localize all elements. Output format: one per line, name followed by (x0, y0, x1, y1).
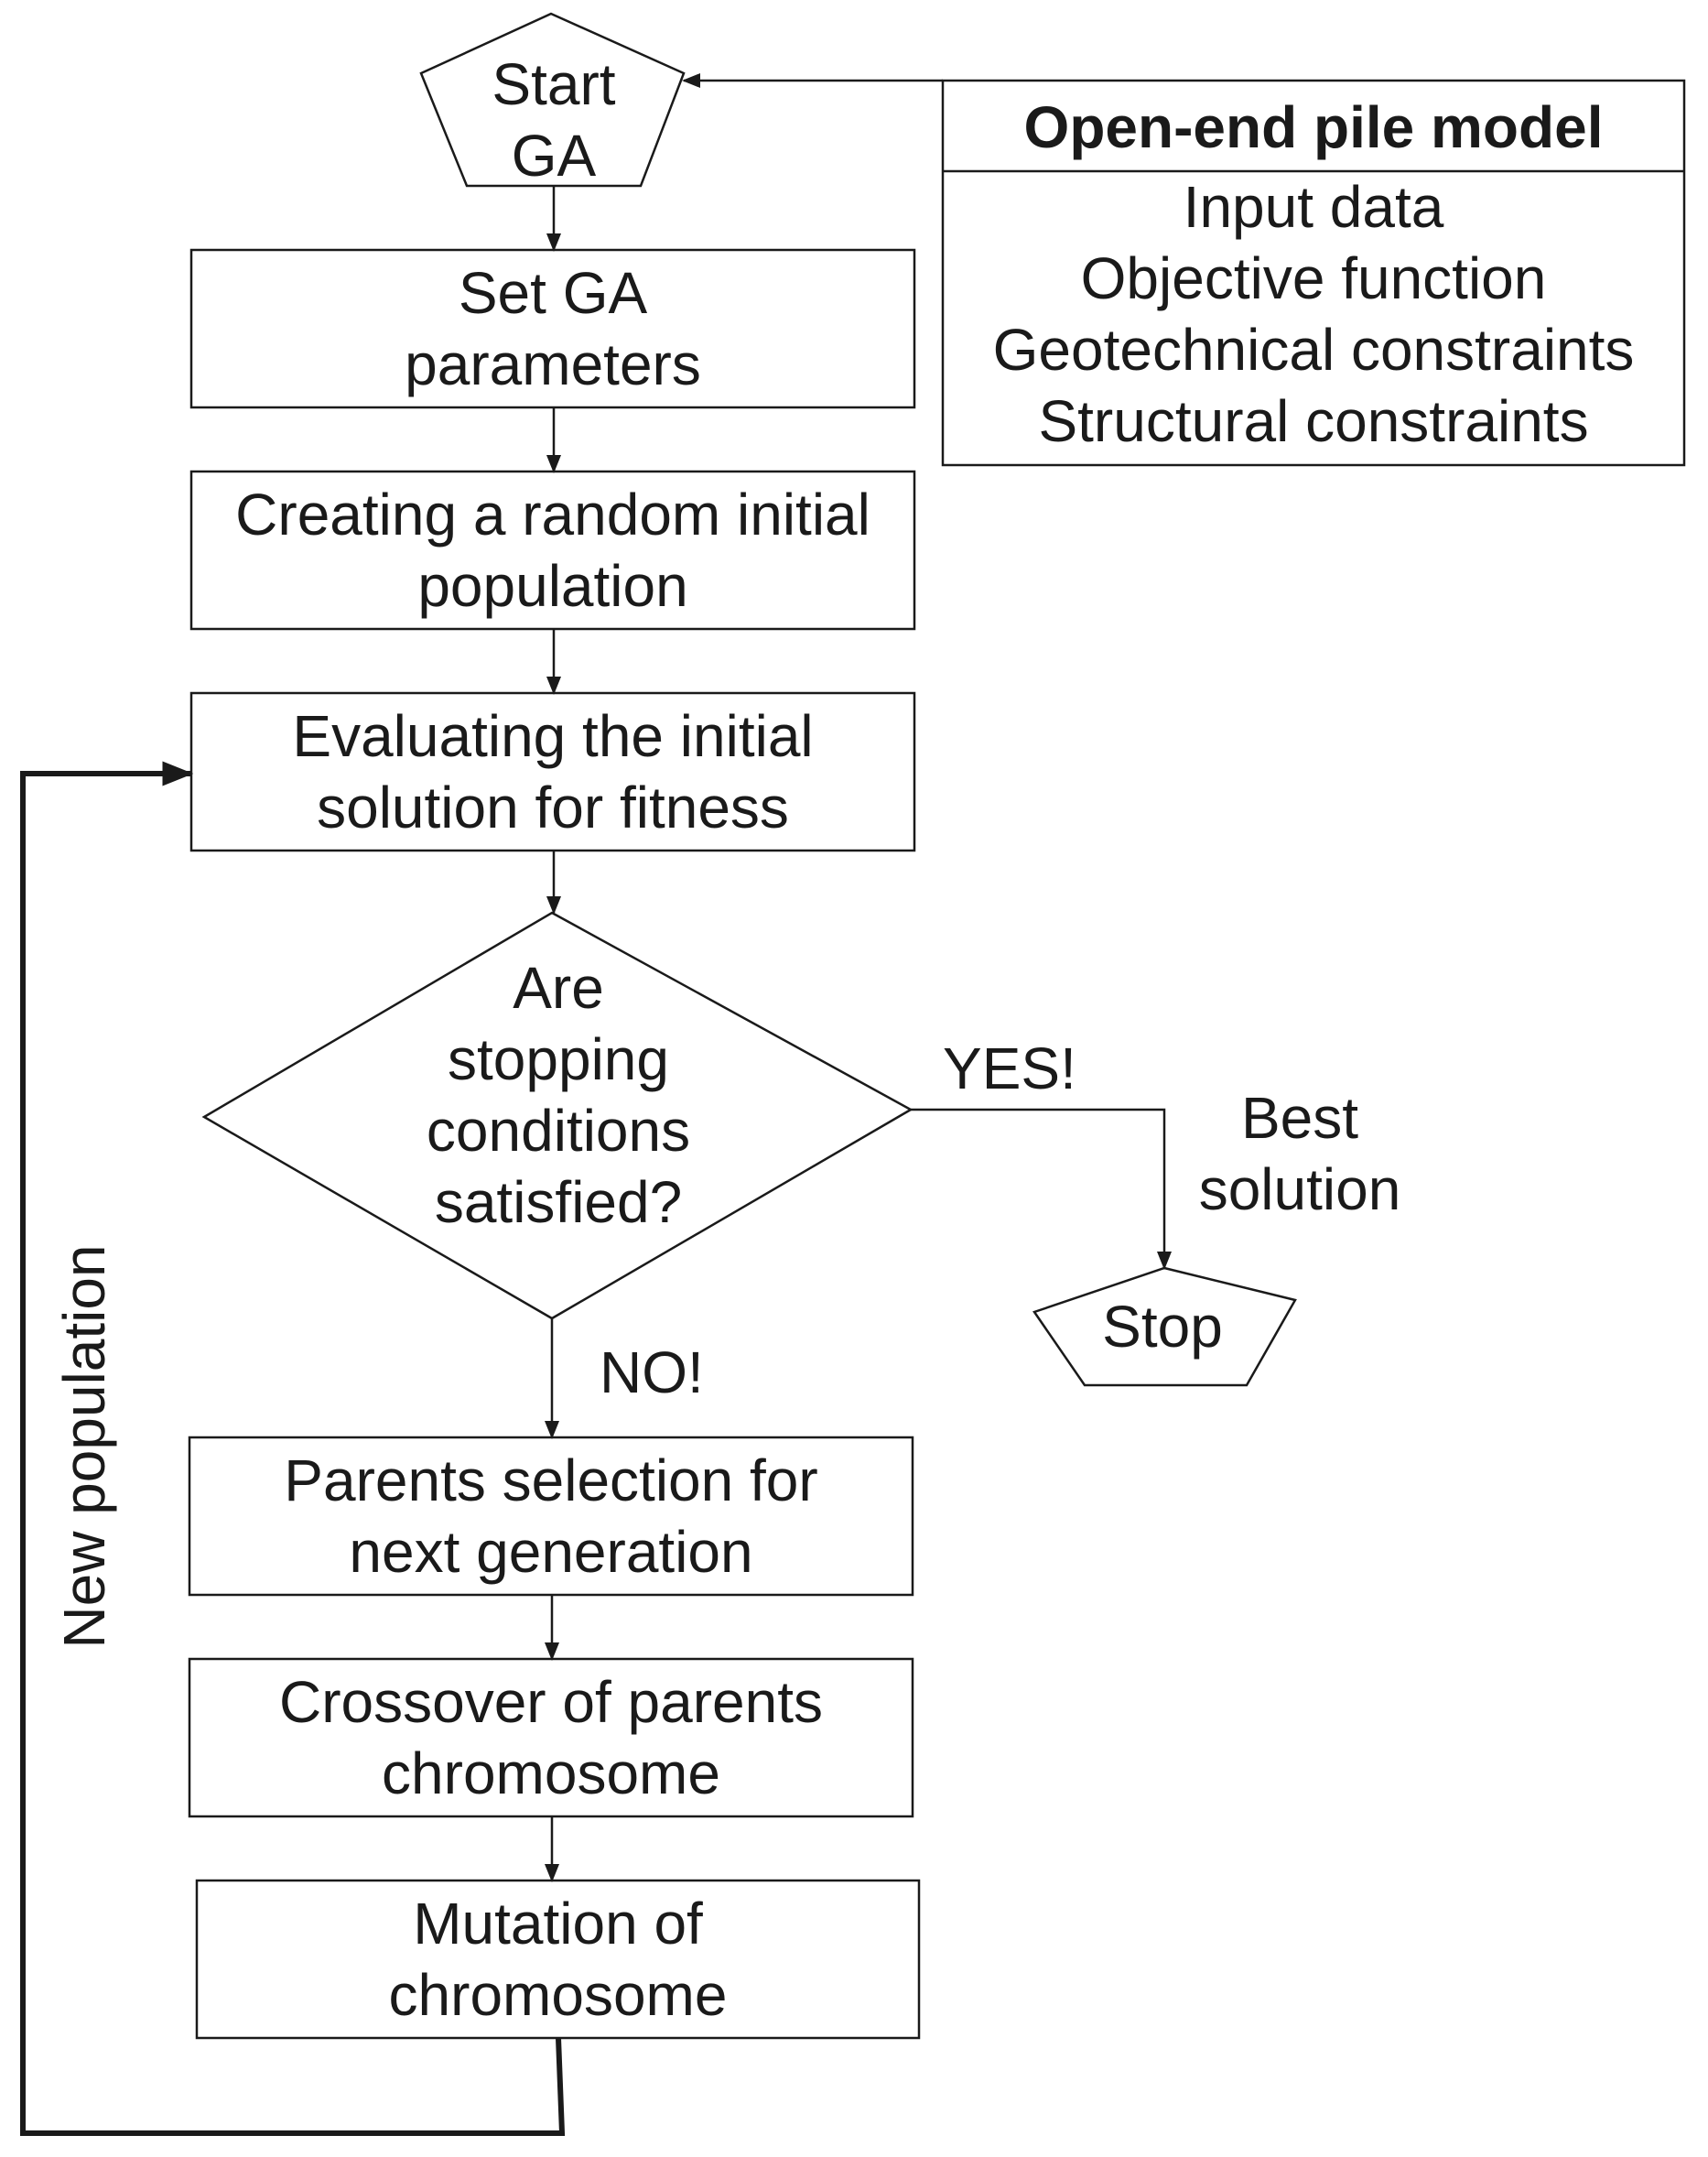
start-label: Start GA (492, 51, 616, 189)
best-solution-label: Best solution (1198, 1085, 1401, 1222)
new-population-label: New population (51, 1244, 117, 1649)
mutation-box (195, 1879, 921, 2040)
feedback-loop-arrow (20, 761, 566, 2136)
parents-box (188, 1436, 914, 1597)
arrow-yes-to-stop (911, 1108, 1172, 1270)
stop-label: Stop (1102, 1294, 1223, 1360)
yes-label: YES! (943, 1035, 1076, 1101)
model-item-objective: Objective function (1080, 245, 1547, 311)
set-params-label: Set GA parameters (405, 260, 701, 397)
mutation-label: Mutation of chromosome (388, 1891, 728, 2028)
model-title: Open-end pile model (1023, 94, 1604, 160)
model-item-geotechnical: Geotechnical constraints (992, 317, 1635, 383)
evaluate-label: Evaluating the initial solution for fitn… (292, 703, 814, 840)
set-params-box (189, 248, 916, 409)
create-pop-label: Creating a random initial population (235, 482, 870, 619)
model-items: Input data Objective function Geotechnic… (943, 171, 1684, 457)
stop-node (1032, 1266, 1297, 1387)
no-label: NO! (600, 1339, 704, 1405)
model-item-input-data: Input data (1183, 174, 1444, 240)
parents-label: Parents selection for next generation (284, 1447, 818, 1585)
evaluate-box (189, 691, 916, 852)
crossover-box (188, 1657, 914, 1818)
decision-label: Are stopping conditions satisfied? (426, 955, 691, 1235)
crossover-label: Crossover of parents chromosome (278, 1669, 824, 1806)
model-box (941, 79, 1686, 467)
model-item-structural: Structural constraints (1038, 388, 1589, 454)
create-pop-box (189, 470, 916, 631)
